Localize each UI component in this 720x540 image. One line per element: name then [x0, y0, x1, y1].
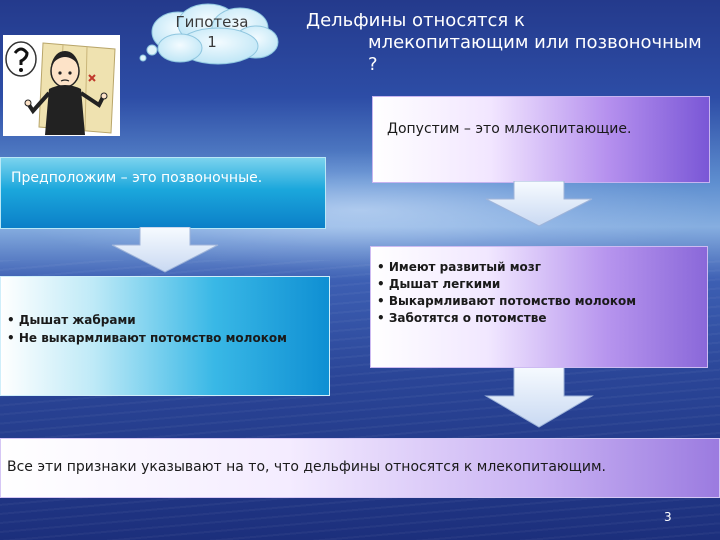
list-item: • Дышат легкими — [377, 277, 501, 291]
vertebrate-traits-list: • Дышат жабрами • Не выкармливают потомс… — [7, 311, 287, 347]
hypothesis-line2: 1 — [207, 33, 217, 51]
confused-boy-illustration — [3, 35, 120, 136]
mammal-assumption-box: Допустим – это млекопитающие. — [372, 96, 710, 183]
vertebrate-traits-box: • Дышат жабрами • Не выкармливают потомс… — [0, 276, 330, 396]
slide-title: Дельфины относятся к млекопитающим или п… — [300, 10, 710, 76]
list-item: • Заботятся о потомстве — [377, 311, 547, 325]
title-line1: Дельфины относятся к — [306, 10, 525, 31]
hypothesis-line1: Гипотеза — [175, 13, 249, 31]
vertebrate-assumption-text: Предположим – это позвоночные. — [11, 170, 263, 186]
slide-number: 3 — [664, 510, 672, 524]
down-arrow-icon — [111, 227, 219, 273]
list-item: • Не выкармливают потомство молоком — [7, 331, 287, 345]
conclusion-box: Все эти признаки указывают на то, что де… — [0, 438, 720, 498]
conclusion-text: Все эти признаки указывают на то, что де… — [7, 459, 606, 475]
mammal-assumption-text: Допустим – это млекопитающие. — [387, 121, 632, 137]
vertebrate-assumption-box: Предположим – это позвоночные. — [0, 157, 326, 229]
list-item: • Выкармливают потомство молоком — [377, 294, 637, 308]
hypothesis-label: Гипотеза 1 — [158, 12, 266, 52]
title-line2: млекопитающим или позвоночным ? — [368, 32, 702, 75]
list-item: • Дышат жабрами — [7, 313, 136, 327]
mammal-traits-box: • Имеют развитый мозг • Дышат легкими • … — [370, 246, 708, 368]
thinking-cloud-icon — [139, 3, 279, 65]
mammal-traits-list: • Имеют развитый мозг • Дышат легкими • … — [377, 259, 636, 327]
down-arrow-icon — [484, 366, 594, 428]
list-item: • Имеют развитый мозг — [377, 260, 541, 274]
down-arrow-icon — [485, 181, 593, 227]
